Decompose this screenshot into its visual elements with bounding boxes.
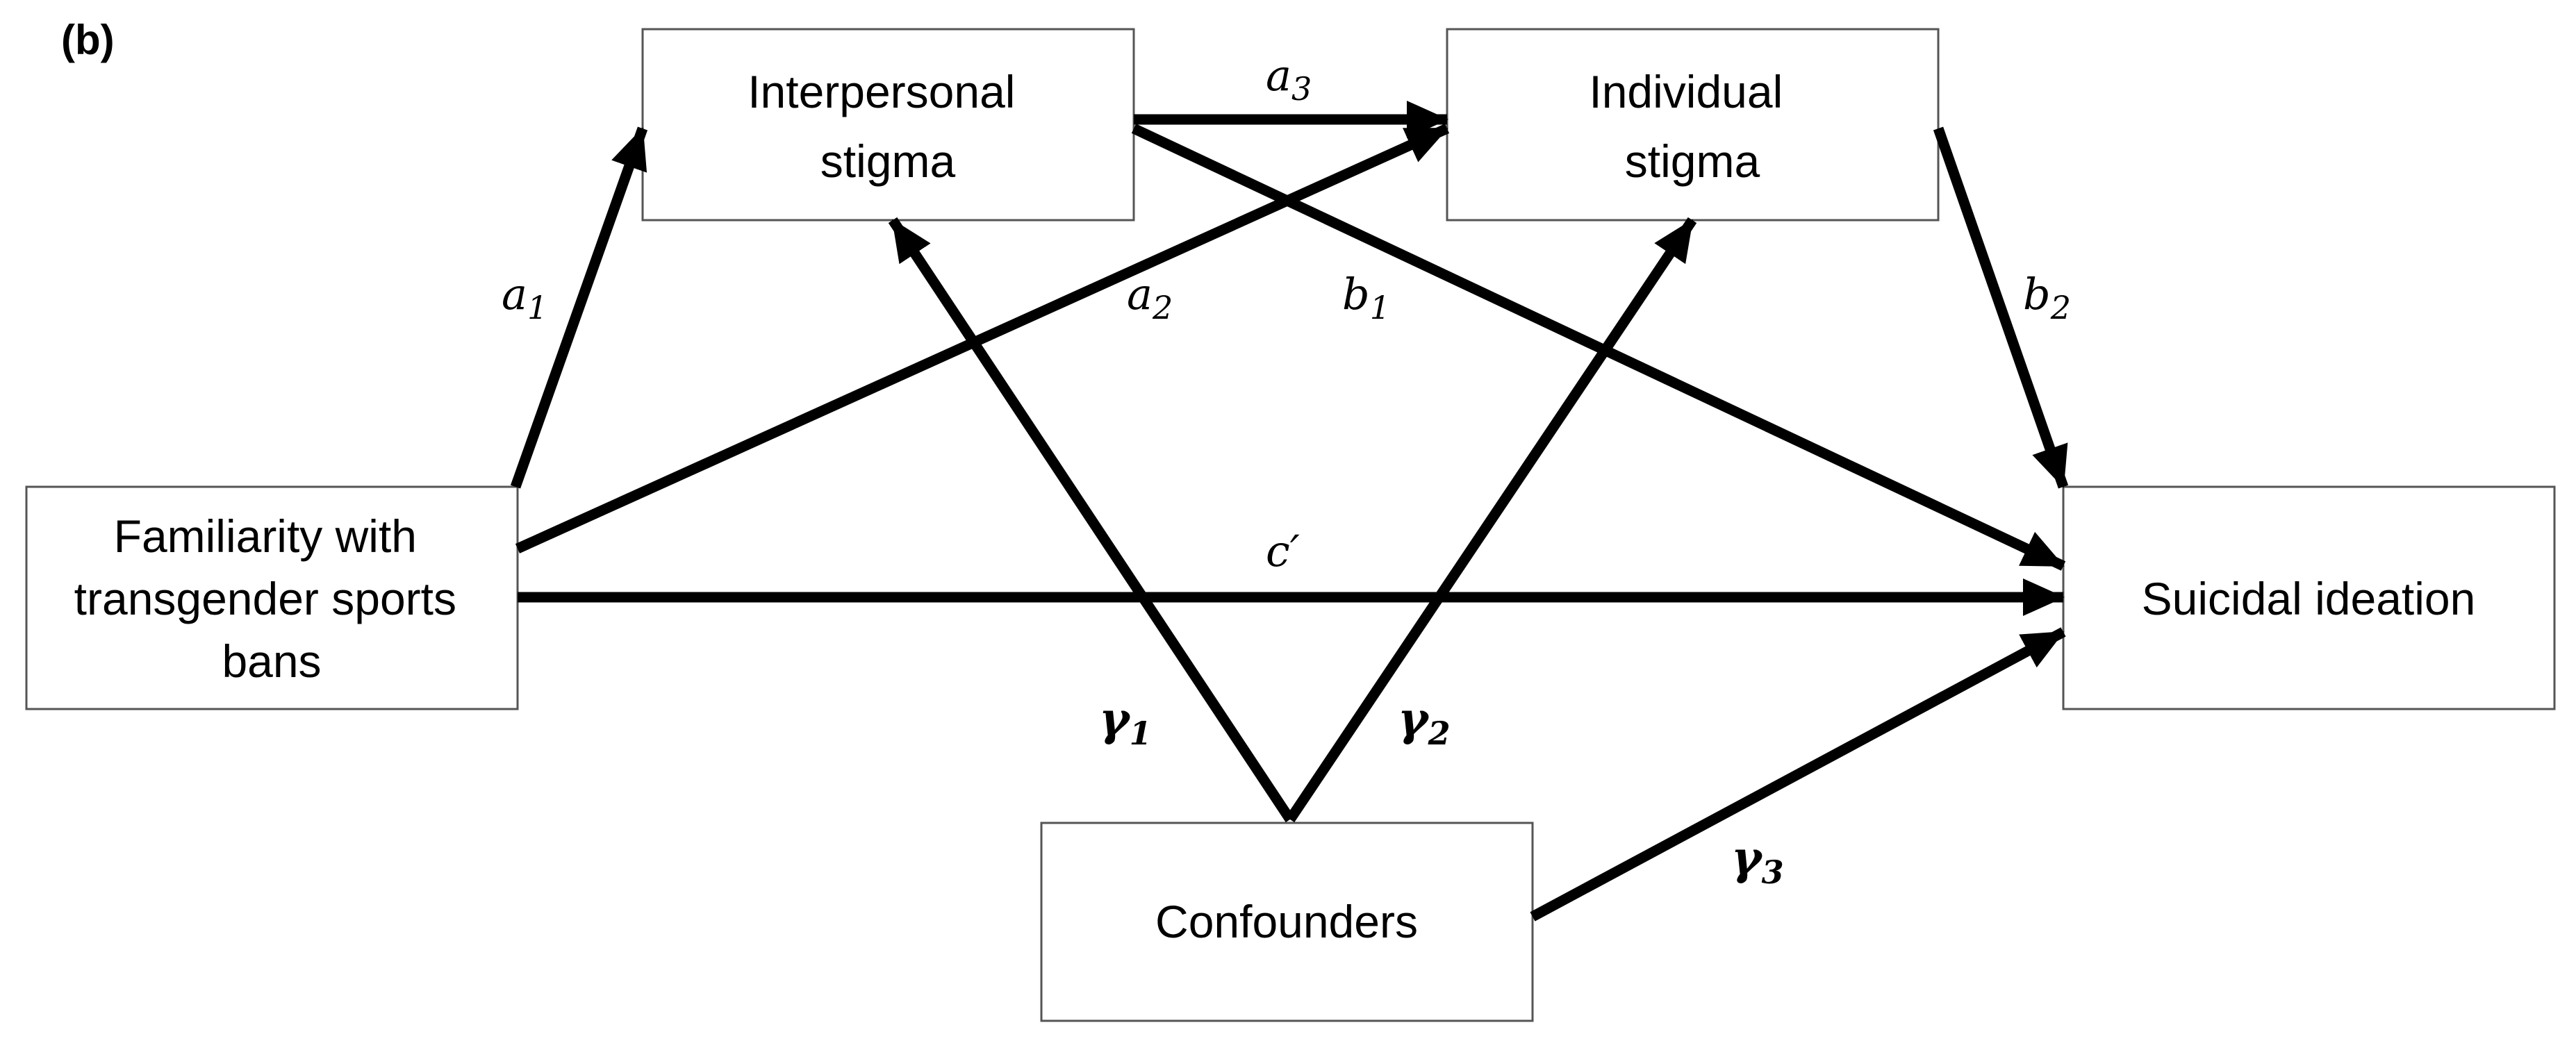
edge-gamma1 [888,217,1295,823]
label-base: b [1342,269,1370,319]
label-b1: b1 [1342,269,1390,326]
edge-gamma3 [1530,627,2066,922]
label-base: a [1127,269,1153,319]
label-a1: a1 [502,269,547,326]
node-interpersonal-stigma-label: Interpersonal stigma [748,66,1028,187]
node-individual-stigma [1446,28,1940,222]
node-line: Interpersonal [748,66,1015,117]
label-sub: 1 [1370,289,1390,326]
node-line: bans [222,635,321,687]
edge-a1 [510,126,648,489]
node-suicidal-ideation [2062,485,2556,710]
node-confounders-label: Confounders [1155,896,1418,947]
label-gamma2: γ2 [1398,692,1451,752]
label-base: γ [1099,692,1132,746]
node-confounders [1040,822,1534,1022]
label-gamma3: γ3 [1731,831,1784,891]
node-line: Individual [1589,66,1783,117]
node-individual-stigma-label: Individual stigma [1589,66,1795,187]
label-sub: 3 [1291,70,1312,108]
node-line: transgender sports [74,573,456,624]
node-line: Familiarity with [114,510,417,562]
node-familiarity [25,485,519,710]
label-c-prime: c′ [1266,526,1300,576]
label-gamma1: γ1 [1099,692,1152,752]
label-base: b [2023,269,2051,319]
label-base: a [502,269,527,319]
panel-label: (b) [61,17,115,63]
node-line: stigma [820,135,956,187]
edge-gamma2 [1285,217,1697,823]
label-sub: 2 [1152,289,1173,326]
edge-b2 [1933,126,2069,489]
label-base: a [1266,50,1291,101]
label-base: γ [1398,692,1430,746]
label-sub: 1 [527,289,547,326]
label-b2: b2 [2023,269,2071,326]
label-sub: 1 [1130,715,1152,752]
label-a3: a3 [1266,50,1312,108]
edge-b1 [1131,124,2066,571]
label-sub: 2 [2050,289,2071,326]
node-line: stigma [1625,135,1760,187]
node-familiarity-label: Familiarity with transgender sports bans [74,510,470,687]
node-suicidal-ideation-label: Suicidal ideation [2142,573,2476,624]
label-sub: 2 [1428,715,1451,752]
label-a2: a2 [1127,269,1173,326]
label-base: c′ [1266,526,1300,576]
label-sub: 3 [1762,853,1784,891]
label-base: γ [1731,831,1764,885]
node-interpersonal-stigma [641,28,1135,222]
